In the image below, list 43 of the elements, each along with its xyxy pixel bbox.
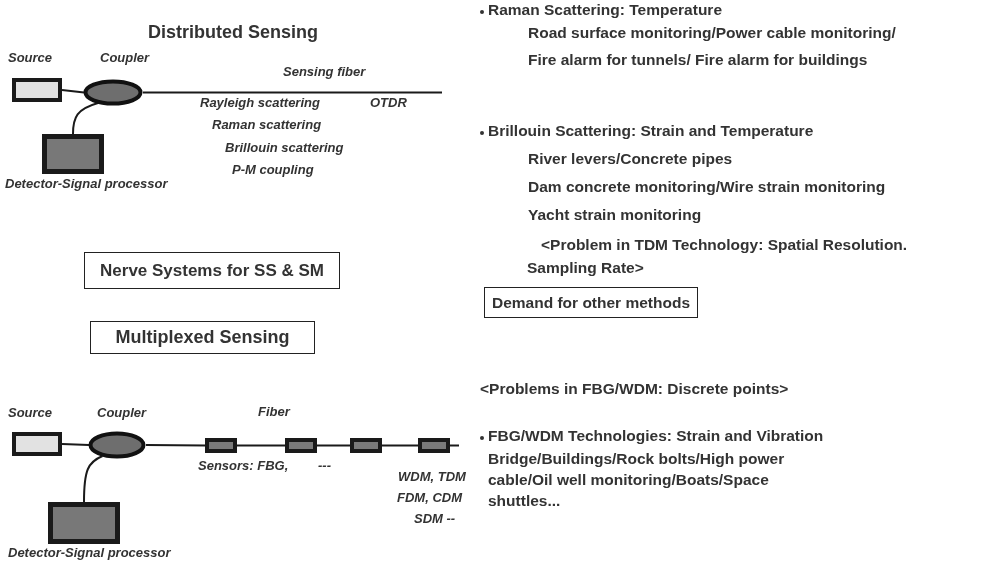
heading-box: Nerve Systems for SS & SM [84, 252, 340, 289]
annotation-text: Sensors: FBG, [198, 458, 289, 473]
fiber-line [236, 444, 287, 447]
fiber-line [72, 102, 99, 135]
component-label: Detector-Signal processor [5, 176, 168, 191]
annotation-text: OTDR [370, 95, 407, 110]
component-label: Source [8, 405, 53, 420]
annotation-text: Brillouin scattering [225, 140, 344, 155]
component-label: Coupler [97, 405, 147, 420]
body-text: Road surface monitoring/Power cable monitoring/ [528, 24, 896, 42]
annotation-text: Raman scattering [212, 117, 322, 132]
fiber-line [83, 455, 104, 503]
fiber-line [449, 444, 460, 447]
heading-box: Multiplexed Sensing [90, 321, 315, 354]
annotation-text: P-M coupling [232, 162, 314, 177]
bullet-text: Brillouin Scattering: Strain and Temperature [488, 122, 814, 140]
heading-box: Demand for other methods [484, 287, 698, 318]
body-text: Dam concrete monitoring/Wire strain monitoring [528, 178, 886, 196]
component-label: Source [8, 50, 53, 65]
edge-label: Fiber [258, 404, 290, 419]
section-heading: Distributed Sensing [148, 22, 318, 43]
body-text: <Problems in FBG/WDM: Discrete points> [480, 380, 789, 398]
component-label: Coupler [100, 50, 150, 65]
bullet-text: FBG/WDM Technologies: Strain and Vibration [488, 427, 824, 445]
component-label: Detector-Signal processor [8, 545, 171, 560]
bullet-text: Raman Scattering: Temperature [488, 1, 722, 19]
fiber-line [61, 89, 85, 94]
annotation-text: SDM -- [414, 511, 456, 526]
annotation-text: --- [318, 458, 331, 473]
body-text: Fire alarm for tunnels/ Fire alarm for buildings [528, 51, 868, 69]
body-text: Bridge/Buildings/Rock bolts/High power cable/Oil well monitoring/Boats/Space shuttles... [488, 449, 786, 511]
edge-label: Sensing fiber [283, 64, 366, 79]
annotation-text: Rayleigh scattering [200, 95, 320, 110]
annotation-text: FDM, CDM [397, 490, 462, 505]
note-text: <Problem in TDM Technology: Spatial Resolution. Sampling Rate> [527, 235, 909, 278]
fiber-line [316, 444, 352, 447]
fiber-line [381, 444, 420, 447]
annotation-text: WDM, TDM [398, 469, 466, 484]
body-text: Yacht strain monitoring [528, 206, 702, 224]
body-text: River levers/Concrete pipes [528, 150, 733, 168]
fiber-line [145, 444, 207, 447]
fiber-line [61, 443, 90, 446]
fiber-line [142, 91, 443, 94]
